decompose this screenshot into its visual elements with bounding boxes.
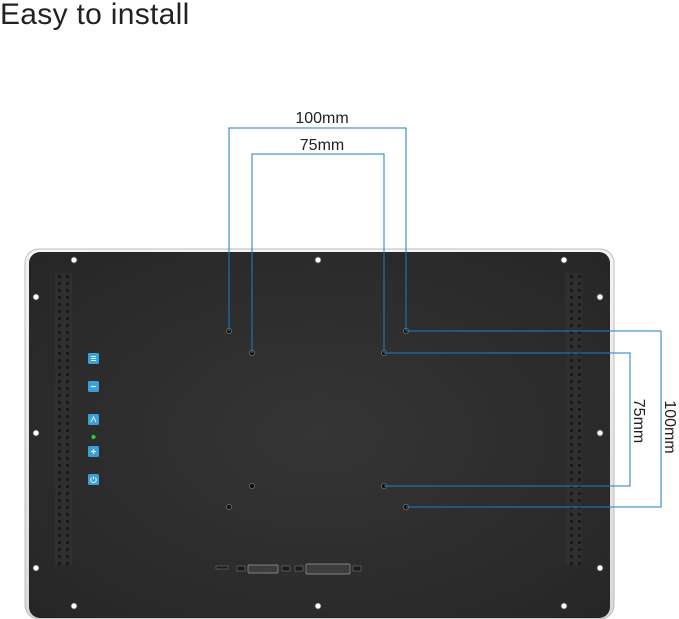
indicator-led (91, 434, 97, 440)
page-title: Easy to install (0, 0, 190, 31)
left-vent (55, 273, 72, 565)
inner-horizontal-dimension-label: 75mm (300, 137, 344, 154)
bottom-io-ports (215, 563, 362, 575)
plus-icon (91, 449, 96, 454)
monitor-back-panel (29, 252, 610, 618)
source-icon (90, 415, 97, 423)
frame-screws (32, 256, 604, 610)
outer-horizontal-dimension-label: 100mm (295, 110, 348, 127)
outer-vertical-dimension-label: 100mm (661, 400, 678, 453)
right-vent (565, 273, 582, 565)
menu-button[interactable] (88, 353, 99, 364)
plus-button[interactable] (88, 446, 99, 457)
source-button[interactable] (88, 414, 99, 425)
power-icon (90, 476, 97, 484)
dimension-lines (228, 127, 662, 508)
minus-button[interactable] (88, 381, 99, 392)
side-control-buttons (88, 353, 99, 485)
menu-icon (91, 356, 96, 361)
inner-vertical-dimension-label: 75mm (630, 399, 647, 443)
power-button[interactable] (88, 474, 99, 485)
